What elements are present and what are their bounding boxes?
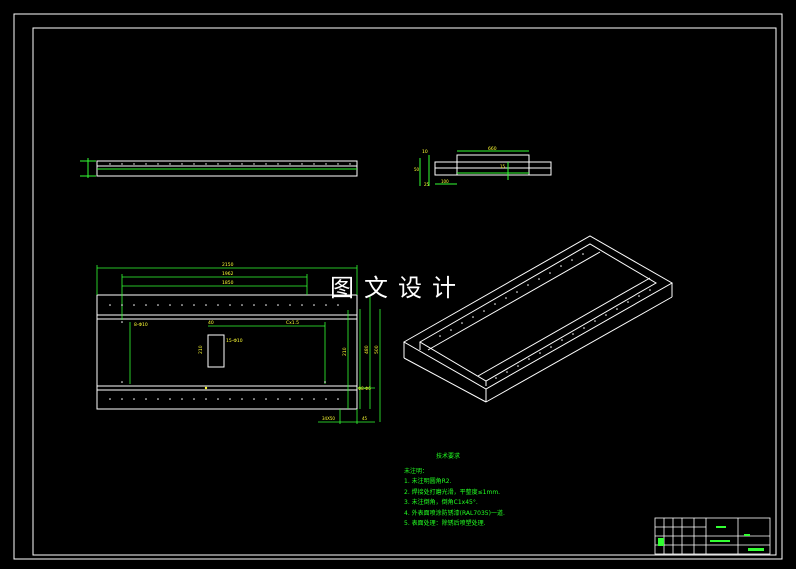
side-dim-left-b: 100 — [441, 179, 449, 184]
side-dim-top: 10 — [422, 149, 428, 155]
plan-holes-top — [109, 304, 339, 306]
title-block-marks — [658, 526, 764, 551]
dim-d2: 1962 — [222, 271, 234, 277]
side-view — [419, 150, 552, 186]
dim-slot-width: 40 — [208, 320, 214, 326]
dim-d3: 1850 — [222, 280, 234, 286]
dim-depth-inner: 210 — [198, 345, 204, 354]
notes-title: 技术要求 — [436, 453, 461, 460]
dim-slot-length: Cx1.5 — [286, 320, 299, 326]
plan-holes-inner — [121, 321, 326, 390]
dim-right-mark: Φ8-Φ6 — [358, 386, 371, 391]
dim-total: 2150 — [222, 262, 234, 268]
technical-notes: 技术要求 未注明： 1. 未注明圆角R2. 2. 焊接处打磨光滑，平整度≤1mm… — [404, 452, 505, 530]
dim-depth-right: 210 — [342, 347, 348, 356]
side-dim-left-a: 50 — [414, 167, 420, 172]
dim-hole-left: 8-Φ10 — [134, 322, 148, 328]
title-block — [654, 517, 771, 555]
front-view — [80, 158, 358, 178]
front-view-holes — [109, 163, 351, 165]
isometric-view — [402, 235, 674, 403]
plan-holes-bottom — [109, 398, 339, 400]
side-dim-span: 660 — [488, 146, 497, 152]
plan-view — [96, 294, 358, 410]
side-dim-left-c: 25 — [424, 182, 430, 187]
dim-bottom-right: 45 — [362, 416, 368, 421]
watermark-title: 图文设计 — [330, 274, 466, 302]
note-line: 未注明： — [404, 467, 429, 475]
dim-bottom-left: 34X50 — [322, 416, 335, 421]
note-line: 1. 未注明圆角R2. — [404, 478, 452, 485]
note-line: 2. 焊接处打磨光滑，平整度≤1mm. — [404, 488, 501, 496]
isometric-holes — [439, 253, 651, 379]
dim-height-1: 480 — [364, 345, 370, 354]
plan-dimension-lines — [96, 265, 381, 424]
inner-frame — [32, 27, 777, 556]
note-line: 5. 表面处理：除锈后喷塑处理. — [404, 520, 486, 527]
side-dim-mid: 15 — [500, 164, 506, 169]
outer-frame — [13, 13, 783, 560]
note-line: 4. 外表面喷涂防锈漆(RAL7035)一道. — [404, 509, 505, 517]
dim-hole-mid: 15-Φ10 — [226, 338, 243, 344]
dim-height-2: 500 — [374, 345, 380, 354]
note-line: 3. 未注倒角，倒角C1x45°. — [404, 499, 478, 506]
